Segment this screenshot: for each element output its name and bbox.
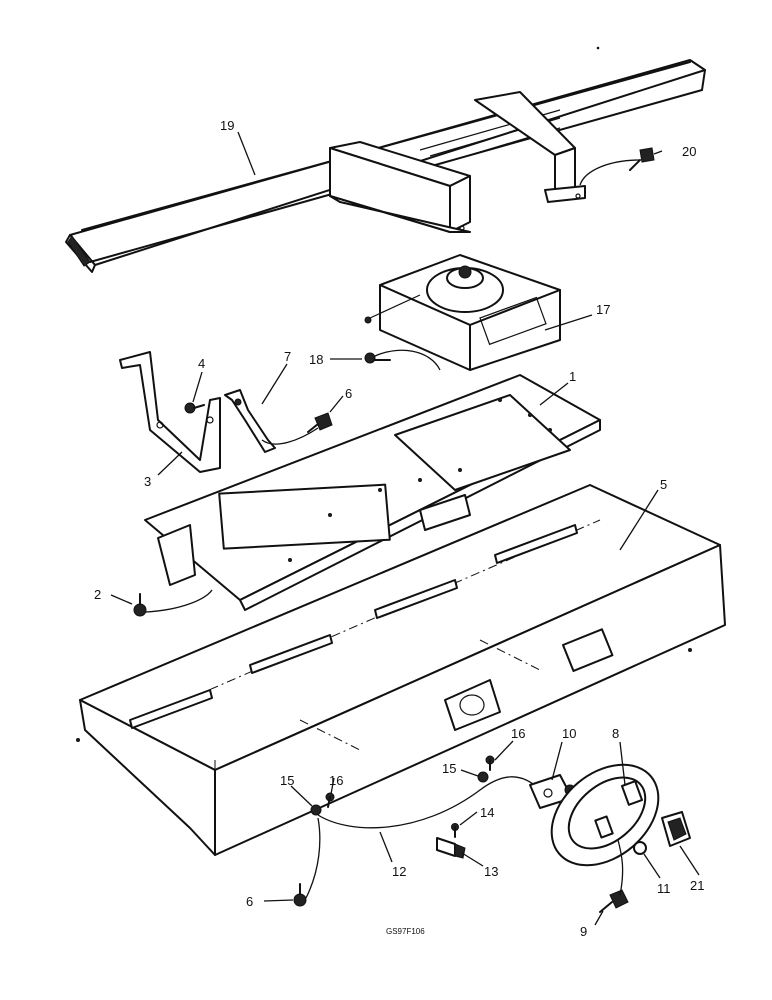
callout-labels: 19 20 17 18 4 7 1 6 3 5 2 16 10 8 15 15 … (94, 118, 704, 939)
clip-part-13 (436, 837, 466, 859)
callout-10: 10 (562, 726, 576, 741)
callout-17: 17 (596, 302, 610, 317)
callout-16-left: 16 (329, 773, 343, 788)
callout-21: 21 (690, 878, 704, 893)
callout-14: 14 (480, 805, 494, 820)
callout-20: 20 (682, 144, 696, 159)
rocker-switch-part-21 (661, 811, 691, 847)
channel-beam-part-19 (65, 59, 706, 273)
callout-12: 12 (392, 864, 406, 879)
callout-9: 9 (580, 924, 587, 939)
callout-16-right: 16 (511, 726, 525, 741)
callout-8: 8 (612, 726, 619, 741)
small-bracket-part-7 (224, 389, 276, 453)
nut-part-11 (633, 841, 647, 855)
callout-15-right: 15 (442, 761, 456, 776)
callout-7: 7 (284, 349, 291, 364)
screw-part-6-upper (261, 412, 333, 445)
screw-part-9 (599, 839, 629, 913)
screw-part-16-right (485, 755, 495, 771)
screw-part-6-lower (293, 817, 321, 907)
screw-part-2 (133, 589, 213, 617)
print-specks (76, 46, 692, 742)
callout-3: 3 (144, 474, 151, 489)
callout-1: 1 (569, 369, 576, 384)
screw-part-20 (579, 147, 655, 186)
mounting-plate-part-1 (144, 374, 601, 611)
callout-6-lower: 6 (246, 894, 253, 909)
callout-6-upper: 6 (345, 386, 352, 401)
callout-4: 4 (198, 356, 205, 371)
tray-housing-part-5 (79, 484, 726, 856)
callout-19: 19 (220, 118, 234, 133)
hanger-bracket-part-3 (119, 351, 221, 473)
callout-15-left: 15 (280, 773, 294, 788)
callout-11: 11 (657, 881, 671, 896)
screw-part-18 (364, 349, 441, 371)
blower-unit-part-17 (364, 254, 561, 371)
screw-part-16-left (325, 792, 335, 808)
screw-part-4 (184, 402, 205, 414)
screw-part-14 (451, 823, 459, 838)
callout-13: 13 (484, 864, 498, 879)
callout-2: 2 (94, 587, 101, 602)
screw-part-15-right (477, 771, 489, 783)
oval-bezel-part-8 (550, 763, 660, 867)
callout-18: 18 (309, 352, 323, 367)
wire-harness-part-12 (317, 776, 541, 829)
callout-leaders (110, 131, 700, 926)
callout-5: 5 (660, 477, 667, 492)
drawing-reference-code: GS97F106 (386, 927, 425, 936)
screw-part-15-left (310, 804, 322, 816)
